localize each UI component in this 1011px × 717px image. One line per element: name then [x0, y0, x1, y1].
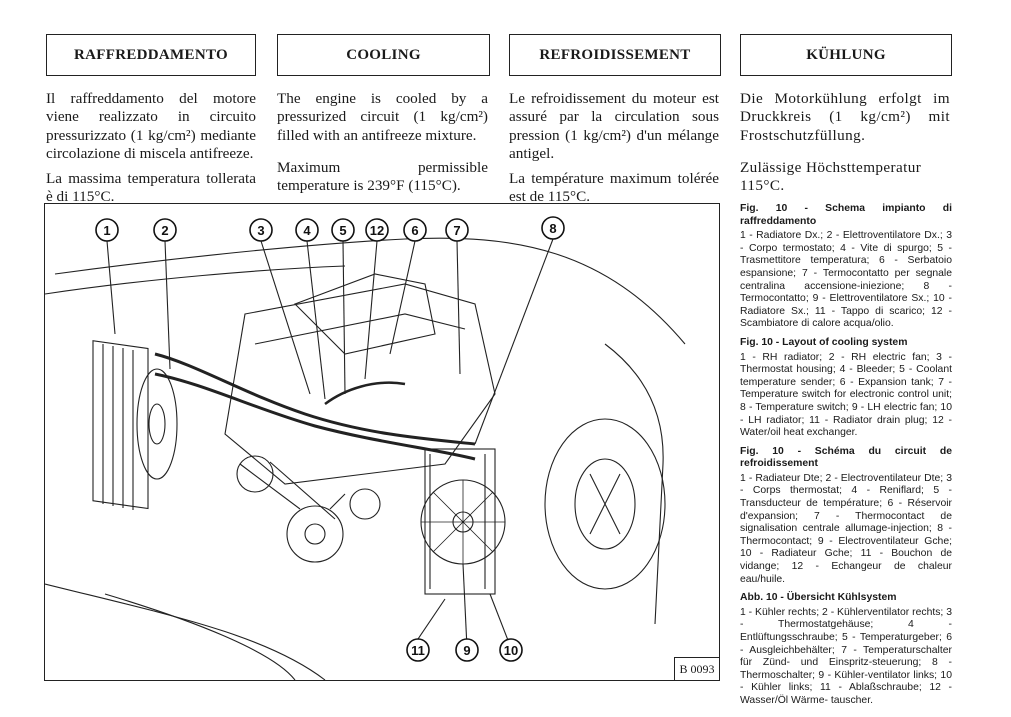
header-italian-text: RAFFREDDAMENTO: [74, 46, 228, 63]
callout-2: 2: [153, 218, 177, 242]
header-german-text: KÜHLUNG: [806, 46, 886, 63]
header-french: REFROIDISSEMENT: [509, 34, 721, 76]
french-paragraph-2: La température maximum tolérée est de 11…: [509, 170, 719, 206]
left-radiator: [424, 448, 496, 595]
header-english: COOLING: [277, 34, 490, 76]
svg-text:3: 3: [257, 223, 264, 238]
header-english-text: COOLING: [346, 46, 421, 63]
cooling-system-illustration: 1 2 3 4 5 12 6 7 8 11 9 10 B 0093: [44, 203, 720, 681]
svg-text:6: 6: [411, 223, 418, 238]
front-wheel: [544, 418, 666, 590]
callout-4: 4: [295, 218, 319, 242]
callout-8: 8: [541, 216, 565, 240]
column-english: The engine is cooled by a pressurized ci…: [277, 90, 488, 202]
svg-text:10: 10: [504, 643, 518, 658]
callout-9: 9: [455, 638, 479, 662]
thermostat-hose: [324, 381, 406, 406]
italian-paragraph-1: Il raffreddamento del motore viene reali…: [46, 90, 256, 162]
legend-text-english: 1 - RH radiator; 2 - RH electric fan; 3 …: [740, 351, 952, 439]
legend-caption-english: Fig. 10 - Layout of cooling system: [740, 336, 908, 348]
header-german: KÜHLUNG: [740, 34, 952, 76]
upper-hose: [154, 352, 476, 446]
engine-block: [224, 283, 496, 485]
callout-5: 5: [331, 218, 355, 242]
english-paragraph-1: The engine is cooled by a pressurized ci…: [277, 90, 488, 144]
svg-text:8: 8: [549, 221, 556, 236]
svg-text:5: 5: [339, 223, 346, 238]
svg-text:1: 1: [103, 223, 110, 238]
callout-6: 6: [403, 218, 427, 242]
svg-text:9: 9: [463, 643, 470, 658]
svg-text:4: 4: [303, 223, 311, 238]
svg-text:2: 2: [161, 223, 168, 238]
callout-12: 12: [365, 218, 389, 242]
engine-cooling-drawing: 1 2 3 4 5 12 6 7 8 11 9 10: [45, 216, 686, 680]
header-italian: RAFFREDDAMENTO: [46, 34, 256, 76]
crank-pulley: [286, 505, 344, 563]
bumper-outline: [45, 583, 326, 680]
column-french: Le refroidissement du moteur est assuré …: [509, 90, 719, 214]
column-italian: Il raffreddamento del motore viene reali…: [46, 90, 256, 214]
legend-text-french: 1 - Radiateur Dte; 2 - Electroventilateu…: [740, 472, 952, 585]
legend-caption-french: Fig. 10 - Schéma du circuit de refroidis…: [740, 445, 952, 470]
figure-code: B 0093: [674, 657, 719, 680]
legend-text-german: 1 - Kühler rechts; 2 - Kühlerventilator …: [740, 606, 952, 706]
svg-text:12: 12: [370, 223, 384, 238]
lower-hose: [154, 372, 476, 461]
callout-7: 7: [445, 218, 469, 242]
column-german: Die Motorkühlung erfolgt im Druckkreis (…: [740, 90, 950, 202]
wheel-hub: [574, 458, 636, 550]
intake-manifold: [294, 273, 436, 355]
german-paragraph-1: Die Motorkühlung erfolgt im Druckkreis (…: [740, 90, 950, 144]
right-fan: [136, 368, 178, 480]
alt-pulley: [349, 488, 381, 520]
legend-text-italian: 1 - Radiatore Dx.; 2 - Elettroventilator…: [740, 230, 952, 330]
header-french-text: REFROIDISSEMENT: [539, 46, 691, 63]
italian-paragraph-2: La massima temperatura tollerata è di 11…: [46, 170, 256, 206]
car-fender-outline: [45, 265, 346, 295]
german-paragraph-2: Zulässige Höchsttemperatur 115°C.: [740, 158, 922, 195]
callout-3: 3: [249, 218, 273, 242]
french-paragraph-1: Le refroidissement du moteur est assuré …: [509, 90, 719, 162]
english-paragraph-2: Maximum permissible temperature is 239°F…: [277, 158, 488, 195]
figure-legend: Fig. 10 - Schema impianto di raffreddame…: [740, 203, 952, 714]
right-radiator: [92, 340, 149, 510]
callout-11: 11: [406, 638, 430, 662]
car-front-line: [604, 343, 664, 625]
callout-1: 1: [95, 218, 119, 242]
legend-caption-italian: Fig. 10 - Schema impianto di raffreddame…: [740, 203, 952, 227]
svg-text:7: 7: [453, 223, 460, 238]
pump-pulley: [236, 455, 274, 493]
legend-caption-german: Abb. 10 - Übersicht Kühlsystem: [740, 592, 897, 604]
svg-text:11: 11: [411, 643, 425, 658]
callout-10: 10: [499, 638, 523, 662]
